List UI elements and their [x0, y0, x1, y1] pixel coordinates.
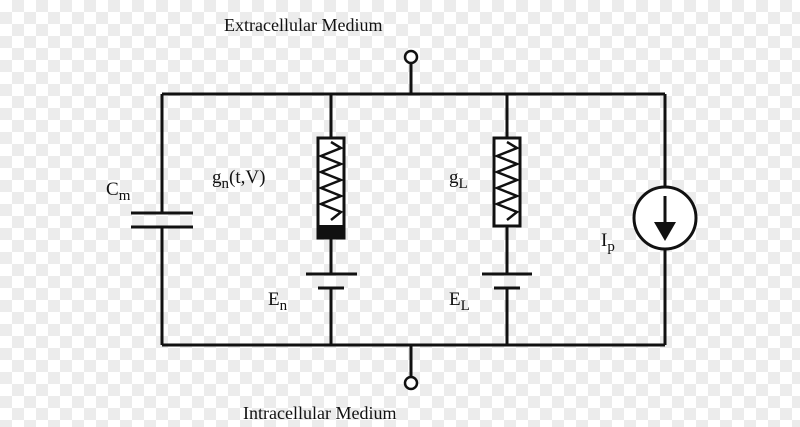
variable-resistor-icon [316, 136, 346, 240]
resistor-icon [492, 136, 522, 228]
battery-l-icon [482, 272, 532, 290]
bottom-terminal-node [403, 375, 419, 391]
conductance-l-label: gL [449, 167, 468, 192]
pump-current-label: Ip [601, 230, 615, 255]
battery-n-label: En [268, 289, 288, 314]
extracellular-label: Extracellular Medium [224, 15, 383, 35]
battery-l-label: EL [449, 289, 470, 314]
capacitor-icon [131, 211, 193, 229]
current-source-icon [632, 185, 698, 251]
intracellular-label: Intracellular Medium [243, 403, 397, 423]
battery-n-icon [306, 272, 357, 290]
capacitor-label: Cm [106, 179, 131, 204]
top-terminal-node [403, 49, 419, 65]
conductance-n-label: gn(t,V) [212, 167, 266, 192]
